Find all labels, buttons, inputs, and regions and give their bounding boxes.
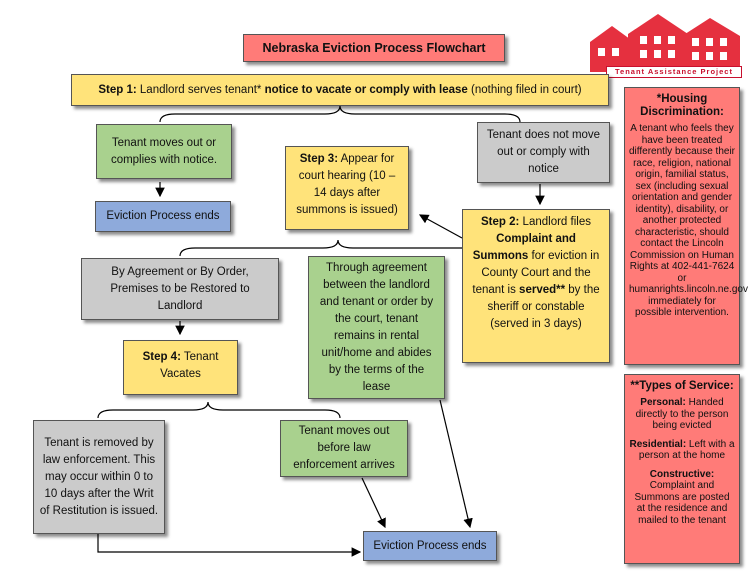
service-text-constructive: Complaint and Summons are posted at the … [634,480,730,526]
step4-box: Step 4: Tenant Vacates [123,340,238,395]
service-label-residential: Residential: [629,438,687,450]
service-item-personal: Personal: Handed directly to the person … [629,397,735,432]
service-item-residential: Residential: Left with a person at the h… [629,439,735,462]
removed-box: Tenant is removed by law enforcement. Th… [33,420,165,534]
service-types-box: **Types of Service: Personal: Handed dir… [624,374,740,564]
brace-step4 [97,401,341,419]
agreement-text: By Agreement or By Order, Premises to be… [110,265,250,312]
step3-box: Step 3: Appear for court hearing (10 – 1… [285,146,409,230]
service-title: **Types of Service: [630,380,734,392]
moves-before-box: Tenant moves out before law enforcement … [280,420,408,477]
brace-step3 [179,239,501,257]
agreement-box: By Agreement or By Order, Premises to be… [81,258,279,320]
step2-bold-2: served** [519,284,566,296]
step3-label: Step 3: [299,153,339,165]
arrow-movesbefore-ends [361,477,386,529]
service-text-personal: Handed directly to the person being evic… [635,397,729,431]
service-item-constructive: Constructive: Complaint and Summons are … [629,469,735,527]
brace-step1 [159,105,521,123]
eviction-ends-box-1: Eviction Process ends [95,201,231,232]
remains-box: Through agreement between the landlord a… [308,256,445,399]
removed-text: Tenant is removed by law enforcement. Th… [39,436,159,517]
eviction-ends-text-2: Eviction Process ends [373,539,487,552]
moves-before-text: Tenant moves out before law enforcement … [293,425,395,471]
step1-label: Step 1: [98,84,137,96]
house-logo-icon [590,14,740,72]
logo-text: Tenant Assistance Project [606,66,742,78]
remains-text: Through agreement between the landlord a… [319,261,434,393]
step3-text: Appear for court hearing (10 – 14 days a… [296,153,398,216]
service-text-residential: Left with a person at the home [638,438,735,462]
does-not-move-box: Tenant does not move out or comply with … [477,122,610,183]
step2-text-2: for eviction in County Court and the ten… [472,250,600,296]
step2-label: Step 2: [481,216,520,228]
eviction-ends-text-1: Eviction Process ends [106,210,220,222]
step4-label: Step 4: [142,351,181,363]
service-label-constructive: Constructive: [649,468,715,480]
arrow-step2-step3 [418,214,463,239]
step4-text: Tenant Vacates [160,351,219,380]
step2-bold-1: Complaint and Summons [472,233,576,262]
housing-discrimination-box: *Housing Discrimination: A tenant who fe… [624,87,748,365]
arrow-removed-ends [97,532,362,557]
moves-out-text: Tenant moves out or complies with notice… [110,136,218,166]
step2-text-3: by the sheriff or constable (served in 3… [487,284,600,330]
step1-box: Step 1: Landlord serves tenant* notice t… [71,74,609,106]
step1-bold: notice to vacate or comply with lease [264,84,468,96]
step2-text-1: Landlord files [519,216,591,228]
title-text: Nebraska Eviction Process Flowchart [262,40,486,55]
arrow-remains-ends [439,399,473,529]
service-label-personal: Personal: [640,397,686,408]
step1-text-a: Landlord serves tenant* [136,84,265,96]
moves-out-box: Tenant moves out or complies with notice… [96,124,232,179]
housing-title: *Housing Discrimination: [640,93,724,118]
page-title: Nebraska Eviction Process Flowchart [243,34,505,62]
does-not-move-text: Tenant does not move out or comply with … [486,129,601,175]
step2-box: Step 2: Landlord files Complaint and Sum… [462,209,610,363]
eviction-ends-box-2: Eviction Process ends [363,531,497,561]
housing-text: A tenant who feels they have been treate… [629,123,748,318]
step1-text-b: (nothing filed in court) [467,84,582,96]
